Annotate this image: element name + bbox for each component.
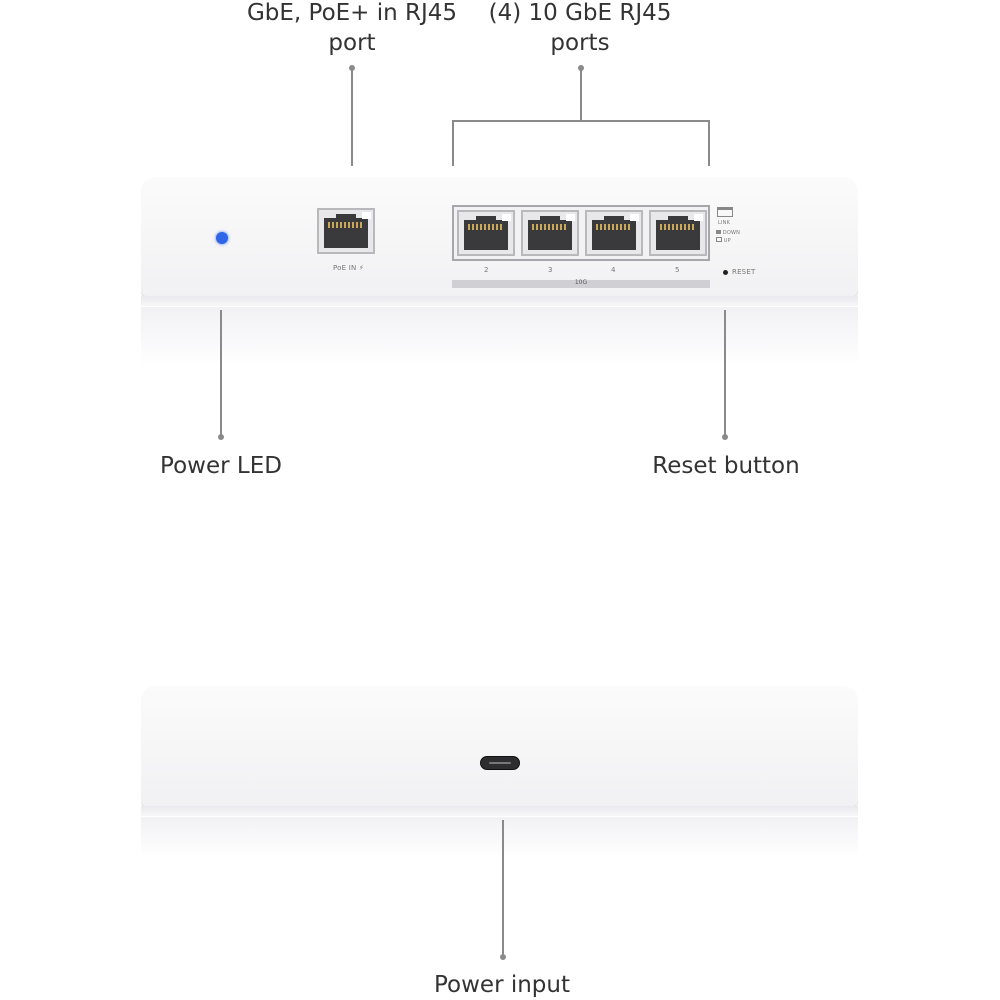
- legend-up-text: UP: [723, 238, 731, 244]
- ten-gbe-bracket-right: [708, 120, 710, 166]
- port-5-indicator: [694, 214, 703, 221]
- switch-back-base: [141, 806, 858, 816]
- poe-in-port-callout: GbE, PoE+ in RJ45 port: [236, 0, 468, 58]
- speed-bar: [452, 280, 710, 288]
- poe-leader-line: [351, 68, 353, 166]
- ten-gbe-bracket-left: [452, 120, 454, 166]
- power-led-leader-line: [220, 310, 222, 436]
- port-5-pins: [660, 224, 696, 230]
- reset-button-callout: Reset button: [652, 453, 800, 479]
- reset-button: [723, 270, 728, 275]
- switch-back-body: [141, 686, 858, 808]
- lightning-icon: ⚡: [358, 264, 364, 272]
- power-led-leader-dot: [218, 434, 224, 440]
- poe-port-indicator: [362, 212, 371, 219]
- port-number-5: 5: [675, 266, 680, 274]
- ten-gbe-ports-callout: (4) 10 GbE RJ45 ports: [478, 0, 682, 58]
- port-2: [457, 210, 515, 256]
- port-2-pins: [468, 224, 504, 230]
- port-4-tab: [604, 216, 624, 222]
- poe-in-callout-line2: port: [328, 30, 376, 56]
- down-swatch-icon: [716, 230, 721, 234]
- poe-in-label: PoE IN ⚡: [333, 264, 364, 272]
- port-2-indicator: [502, 214, 511, 221]
- legend-link: LINK: [718, 220, 731, 226]
- port-4-indicator: [630, 214, 639, 221]
- poe-in-callout-line1: GbE, PoE+ in RJ45: [246, 0, 458, 26]
- port-number-4: 4: [611, 266, 616, 274]
- power-led: [216, 232, 228, 244]
- legend-up: UP: [716, 237, 731, 244]
- poe-jack-pins: [328, 222, 364, 228]
- ten-gbe-callout-line2: ports: [550, 30, 610, 56]
- reset-leader-dot: [722, 434, 728, 440]
- ten-gbe-leader-line: [580, 68, 582, 120]
- port-4: [585, 210, 643, 256]
- power-input-leader-dot: [500, 954, 506, 960]
- usb-c-power-port: [480, 756, 520, 770]
- legend-down-text: DOWN: [722, 230, 741, 236]
- up-swatch-icon: [716, 237, 722, 242]
- link-status-icon: [717, 207, 733, 217]
- ten-gbe-callout-line1: (4) 10 GbE RJ45: [488, 0, 672, 26]
- speed-bar-label: 10G: [574, 279, 588, 286]
- ten-gbe-bracket-top: [452, 120, 710, 122]
- reset-leader-line: [724, 310, 726, 436]
- port-5-tab: [668, 216, 688, 222]
- switch-front-reflection: [141, 307, 858, 367]
- power-input-leader-line: [502, 820, 504, 956]
- port-4-pins: [596, 224, 632, 230]
- port-3-indicator: [566, 214, 575, 221]
- power-input-callout: Power input: [433, 972, 570, 998]
- switch-front-base: [141, 296, 858, 306]
- port-number-2: 2: [484, 266, 489, 274]
- port-number-3: 3: [548, 266, 553, 274]
- poe-jack-tab: [336, 214, 356, 220]
- legend-down: DOWN: [716, 230, 740, 236]
- switch-back-reflection: [141, 817, 858, 857]
- power-led-callout: Power LED: [160, 453, 282, 479]
- port-2-tab: [476, 216, 496, 222]
- reset-label: RESET: [732, 268, 756, 276]
- port-5: [649, 210, 707, 256]
- poe-in-label-text: PoE IN: [333, 264, 357, 272]
- poe-in-port: [317, 208, 375, 254]
- port-3: [521, 210, 579, 256]
- port-3-tab: [540, 216, 560, 222]
- ten-gbe-port-group: [452, 205, 710, 261]
- port-3-pins: [532, 224, 568, 230]
